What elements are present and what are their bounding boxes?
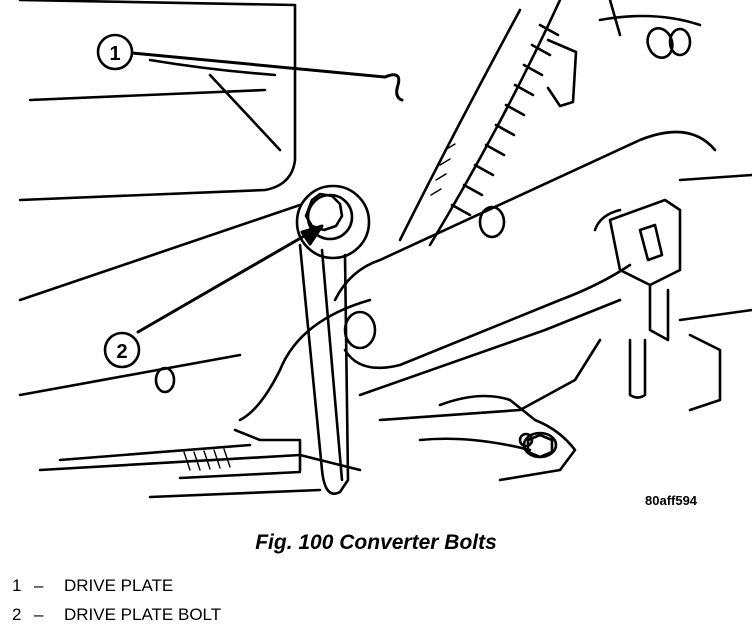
bracket [593, 173, 752, 412]
legend-number: 2 [12, 605, 22, 624]
figure-caption: Fig. 100 Converter Bolts [255, 531, 497, 554]
legend-item: 1 – DRIVE PLATE [12, 571, 221, 600]
box-end-wrench [295, 184, 371, 495]
callout-number-1: 1 [109, 43, 120, 65]
legend-number: 1 [12, 576, 22, 595]
bolt-holes [154, 27, 692, 459]
callout-number-2: 2 [116, 341, 127, 363]
callout-legend: 1 – DRIVE PLATE 2 – DRIVE PLATE BOLT [12, 571, 221, 629]
converter-bolts-illustration: 1 2 [18, 0, 752, 499]
legend-label: DRIVE PLATE [64, 576, 174, 595]
legend-item: 2 – DRIVE PLATE BOLT [12, 600, 221, 629]
flex-plate-arm [238, 130, 717, 482]
legend-label: DRIVE PLATE BOLT [64, 605, 222, 624]
callout-marker-1: 1 [96, 33, 134, 71]
transmission-housing [18, 0, 362, 499]
figure-id-code: 80aff594 [645, 493, 698, 508]
legend-separator: – [34, 576, 44, 595]
callout-leader-2 [136, 224, 324, 334]
callout-leader-1 [130, 51, 404, 102]
drive-plate [398, 0, 702, 247]
shading-hatch [183, 143, 456, 471]
callout-marker-2: 2 [103, 331, 141, 369]
legend-separator: – [34, 605, 44, 624]
